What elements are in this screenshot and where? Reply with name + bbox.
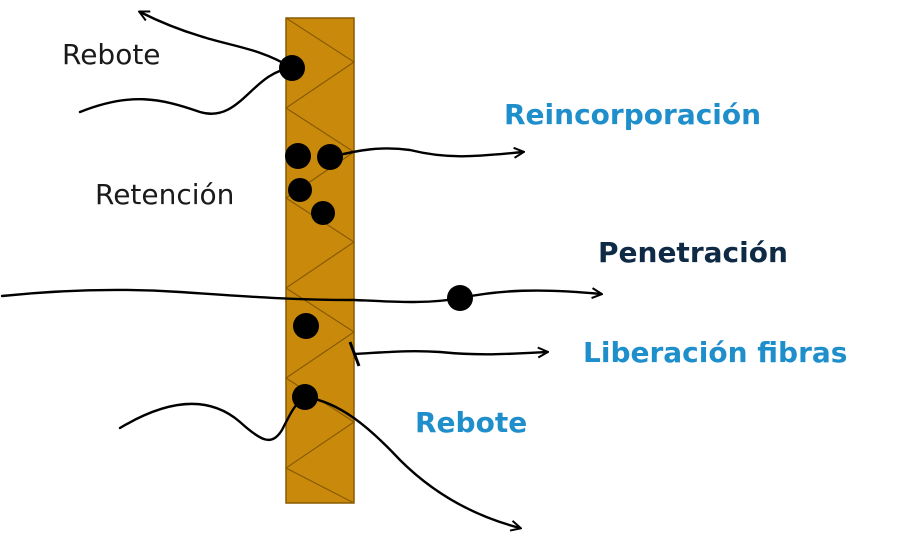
particle-retained-3 [311,201,335,225]
rebote-top-return-arrow [140,12,294,70]
label-rebote-bottom: Rebote [415,406,527,439]
filter-media [284,17,356,504]
particle-reincorporacion [317,144,343,170]
particle-retained-1 [285,143,311,169]
particle-retained-2 [288,178,312,202]
particle-rebote-top [279,55,305,81]
filter-fiber-zigzag [284,17,356,504]
reincorporacion-arrow [328,148,523,157]
particle-retained-4 [293,313,319,339]
rebote-bottom-in-path [118,395,307,441]
label-penetracion: Penetración [598,236,788,269]
liberacion-fibras-arrow [352,351,547,354]
particle-rebote-bottom [292,384,318,410]
particle-penetracion [447,285,473,311]
label-retencion: Retención [95,178,234,211]
label-reincorporacion: Reincorporación [504,98,761,131]
rebote-bottom-out-arrow [303,395,520,528]
label-liberacion-fibras: Liberación fibras [583,336,847,369]
rebote-top-path [78,66,294,115]
label-rebote-top: Rebote [62,38,161,71]
penetracion-arrow [0,290,601,304]
